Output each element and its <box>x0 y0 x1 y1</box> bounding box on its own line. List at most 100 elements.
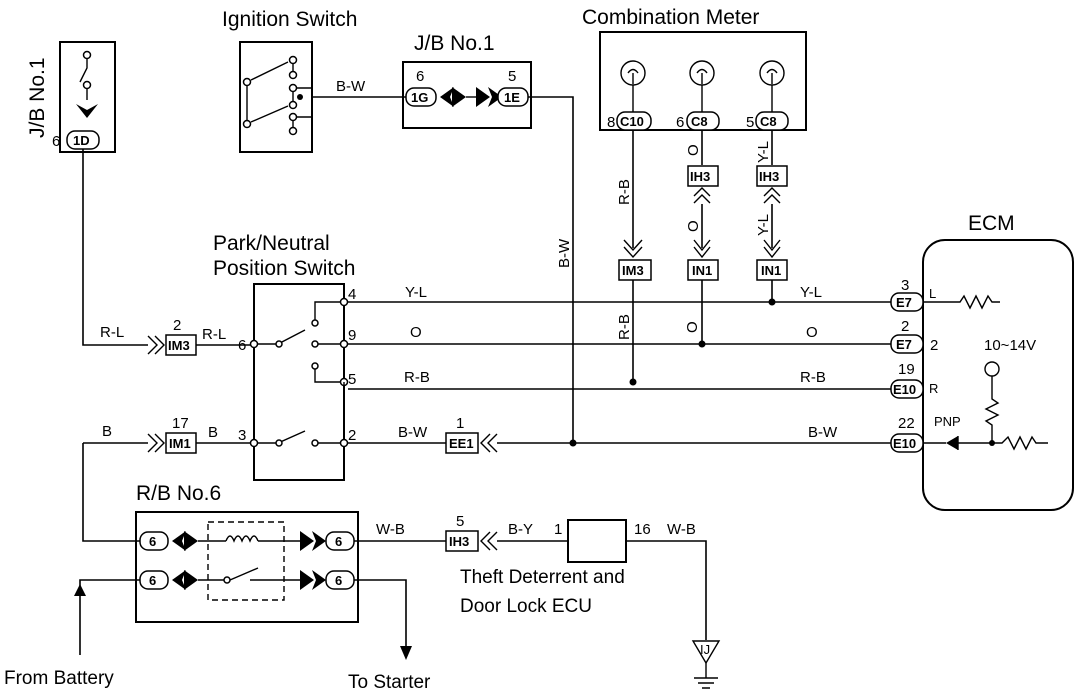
meter-C8a-pin: 6 <box>676 114 684 131</box>
wire-battery <box>79 579 140 655</box>
wire-bw-vertical <box>528 96 574 443</box>
junction-bw <box>569 439 577 447</box>
jb1-left-box <box>59 41 116 153</box>
ign-terminal <box>242 119 252 129</box>
connector-E10-b-label: E10 <box>893 436 916 451</box>
rb6-arrow-icon <box>300 570 326 590</box>
ground-icon <box>694 663 718 689</box>
ign-links <box>246 64 294 128</box>
wire-label-rb-ecm: R-B <box>800 369 826 386</box>
wire-label-rb-meter: R-B <box>616 179 633 205</box>
ign-contact-arms <box>250 61 289 123</box>
jb1-top-label: J/B No.1 <box>414 32 495 55</box>
pnp-terminal <box>311 340 319 348</box>
wire-label-yl-meter: Y-L <box>755 141 772 163</box>
connector-rb6-1-label: 6 <box>149 534 156 549</box>
connector-rb6-2-label: 6 <box>335 534 342 549</box>
wire-label-rb-pnp: R-B <box>404 369 430 386</box>
wire-label-bw-ign: B-W <box>336 78 366 95</box>
ground-IJ-label: IJ <box>700 642 710 657</box>
IM1-pin: 17 <box>172 415 189 432</box>
ignition-switch-label: Ignition Switch <box>222 8 357 31</box>
jb1-1D-pin: 6 <box>52 133 60 150</box>
wire-label-rl-right: R-L <box>202 326 226 343</box>
connector-C8-a <box>686 111 720 131</box>
meter-C8b-pin: 5 <box>746 114 754 131</box>
ign-out <box>297 87 312 118</box>
rb6-block: R/B No.6 6 6 6 6 <box>135 482 359 623</box>
rb6-label: R/B No.6 <box>136 482 221 505</box>
connector-E10-a-label: E10 <box>893 382 916 397</box>
jb1-arrow-left-icon <box>440 87 466 107</box>
connector-rb6-3-label: 6 <box>149 573 156 588</box>
combination-meter-label: Combination Meter <box>582 6 759 29</box>
wire-label-o-ecm: O <box>806 324 818 341</box>
jb1-down-arrow-icon <box>76 104 98 118</box>
jb1-fuse-bottom-terminal <box>82 80 92 90</box>
jb1-top-box <box>402 61 532 129</box>
wire-starter <box>354 579 407 648</box>
connector-IH3-yl <box>756 165 788 187</box>
connector-IM3-rl-label: IM3 <box>168 338 190 353</box>
pnp-terminal <box>339 297 349 307</box>
rb6-box <box>135 511 359 623</box>
chevron-down-icon <box>693 239 711 259</box>
jb1-1E-pin: 5 <box>508 68 516 85</box>
wire-label-yl-ih3: Y-L <box>755 214 772 236</box>
chevron-up-icon <box>763 187 781 204</box>
ign-terminal <box>288 55 298 65</box>
ecm-R-label: R <box>929 381 938 396</box>
ecm-pin-2-side: 2 <box>930 337 938 354</box>
wire-label-bw-ecm: B-W <box>808 424 838 441</box>
lamp-leads <box>632 85 773 112</box>
wire-b-down <box>82 443 140 542</box>
jb1-left-label: J/B No.1 <box>26 57 49 138</box>
E7-a-pin: 3 <box>901 277 909 294</box>
wire-wb-theft <box>626 540 707 640</box>
arrow-up-icon <box>74 584 86 596</box>
pnp-terminal <box>249 438 259 448</box>
arrow-down-icon <box>400 646 412 660</box>
relay-contact-arm <box>229 567 259 581</box>
wire-label-wb-theft: W-B <box>667 521 696 538</box>
relay-outline <box>207 521 285 601</box>
wire-label-bw-pnp: B-W <box>398 424 428 441</box>
connector-IN1-o-label: IN1 <box>692 263 712 278</box>
connector-C10-label: C10 <box>620 114 644 129</box>
connector-1D-label: 1D <box>73 133 90 148</box>
theft-pin-1: 1 <box>554 521 562 538</box>
connector-1G-label: 1G <box>411 90 428 105</box>
jb1-left-block: J/B No.1 6 1D <box>26 41 116 153</box>
jb1-arrow-right-icon <box>476 87 502 107</box>
connector-E7-a-label: E7 <box>896 295 912 310</box>
chevron-left-icon <box>480 433 498 453</box>
pnp-terminal <box>275 340 283 348</box>
connector-IH3-by-label: IH3 <box>449 534 469 549</box>
connector-1G <box>405 87 437 107</box>
wire-label-rl-left: R-L <box>100 324 124 341</box>
connector-IH3-o-label: IH3 <box>690 169 710 184</box>
pnp-terminal <box>339 339 349 349</box>
wire-label-rb-im3: R-B <box>616 314 633 340</box>
lamp-filament <box>627 68 639 84</box>
connector-IM3-rb <box>618 259 652 281</box>
ign-terminal <box>288 70 298 80</box>
wire-label-o-in1: O <box>684 321 701 333</box>
connector-E10-a <box>890 379 924 399</box>
pnp-pin-4: 4 <box>348 286 356 303</box>
wire-label-yl-ecm: Y-L <box>800 284 822 301</box>
ign-terminal <box>288 112 298 122</box>
pnp-pin-3: 3 <box>238 427 246 444</box>
pnp-pin-5: 5 <box>348 371 356 388</box>
ign-terminal <box>242 77 252 87</box>
IH3-by-pin: 5 <box>456 513 464 530</box>
relay-contact <box>223 576 231 584</box>
connector-IH3-o <box>687 165 719 187</box>
voltage-source-icon <box>984 361 1000 377</box>
theft-label-line2: Door Lock ECU <box>460 596 592 617</box>
IM3-rl-pin: 2 <box>173 317 181 334</box>
wire-label-o-ih3: O <box>685 220 702 232</box>
wire-rl-left <box>82 149 148 346</box>
wire-label-b-right: B <box>208 424 218 441</box>
